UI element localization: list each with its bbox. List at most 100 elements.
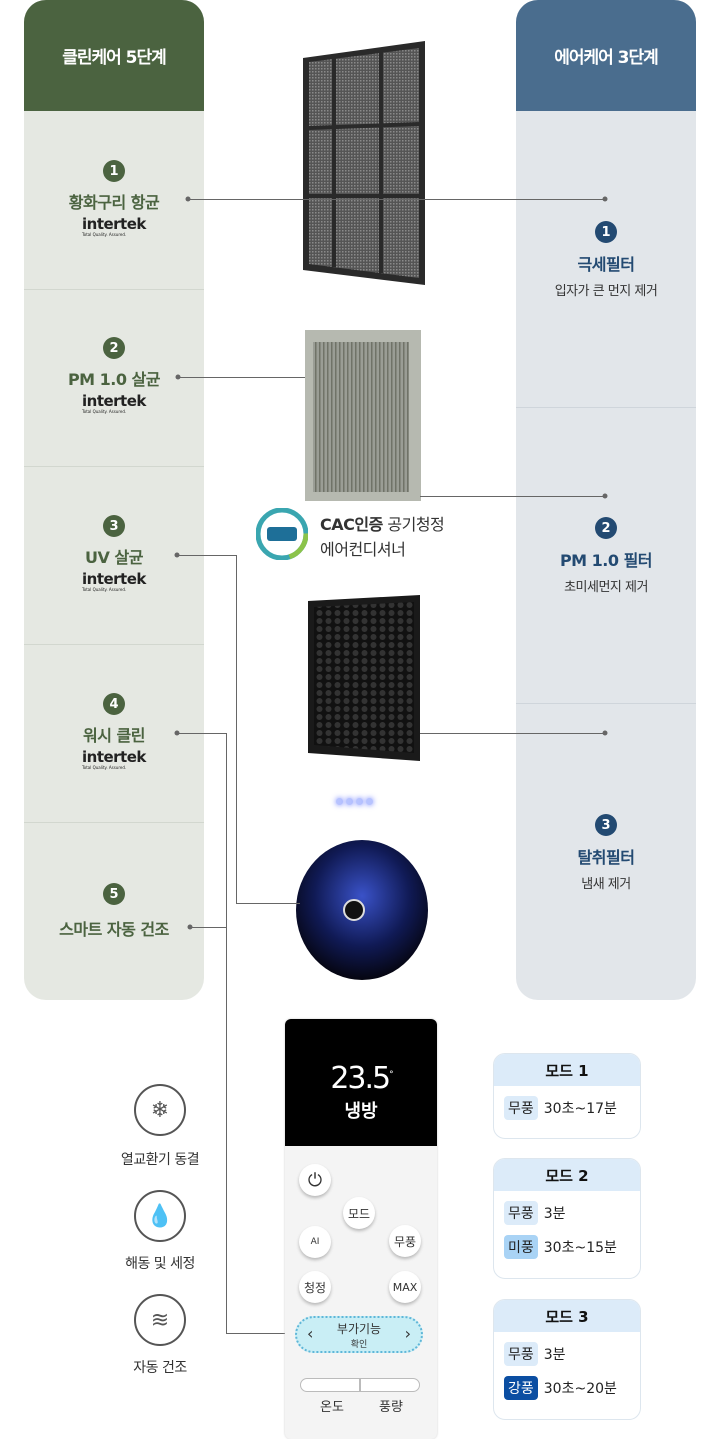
connector-line (188, 199, 605, 200)
connector-line (190, 927, 226, 928)
divider (516, 703, 696, 704)
fan-image (296, 840, 428, 980)
mode-title: 모드 3 (494, 1300, 640, 1332)
max-button[interactable]: MAX (389, 1271, 421, 1303)
connector-line (236, 903, 300, 904)
windfree-button[interactable]: 무풍 (389, 1225, 421, 1257)
step-desc: 초미세먼지 제거 (564, 580, 648, 595)
water-drop-icon: 💧 (134, 1190, 186, 1242)
step-title: 극세필터 (577, 255, 635, 274)
connector-dot (174, 730, 180, 736)
step-number: 2 (595, 517, 617, 539)
connector-line (420, 733, 605, 734)
mode-card: 모드 3 무풍 3분 강풍 30초~20분 (493, 1299, 641, 1420)
step-number: 4 (103, 693, 125, 715)
mode-button[interactable]: 모드 (343, 1197, 375, 1229)
mode-card: 모드 2 무풍 3분 미풍 30초~15분 (493, 1158, 641, 1279)
duration: 30초~15분 (543, 1240, 617, 1256)
temperature-rocker[interactable] (300, 1378, 360, 1392)
extra-label: 부가기능 (336, 1322, 382, 1336)
extra-function-button[interactable]: ‹ 부가기능 확인 › (295, 1316, 423, 1353)
wind-tag: 무풍 (504, 1342, 538, 1366)
divider (516, 407, 696, 408)
cac-text: CAC인증 공기청정 (320, 515, 445, 534)
connector-dot (602, 493, 608, 499)
wind-tag: 강풍 (504, 1376, 538, 1400)
connector-dot (185, 196, 191, 202)
step-number: 1 (595, 221, 617, 243)
purify-button[interactable]: 청정 (299, 1271, 331, 1303)
step-number: 3 (595, 814, 617, 836)
clean-care-header: 클린케어 5단계 (24, 0, 204, 111)
step-title: 황화구리 항균 (68, 193, 160, 212)
dry-wind-icon: ≋ (134, 1294, 186, 1346)
connector-dot (175, 374, 181, 380)
confirm-label: 확인 (350, 1340, 368, 1350)
wind-tag: 무풍 (504, 1096, 538, 1120)
step-title: PM 1.0 필터 (559, 551, 653, 570)
duration: 30초~20분 (543, 1381, 617, 1397)
cac-text-line2: 에어컨디셔너 (320, 540, 406, 559)
ai-button[interactable]: AI (299, 1226, 331, 1258)
snowflake-icon: ❄ (134, 1084, 186, 1136)
step-title: PM 1.0 살균 (67, 370, 161, 389)
connector-line (226, 733, 227, 1333)
deodorizing-filter-image (308, 595, 420, 761)
chevron-right-icon[interactable]: › (404, 1324, 411, 1343)
remote-control: 23.5° 냉방 ⏻ 모드 AI 무풍 청정 MAX ‹ 부가기능 확인 › 온… (285, 1019, 437, 1439)
connector-dot (187, 924, 193, 930)
step-number: 2 (103, 337, 125, 359)
step-desc: 입자가 큰 먼지 제거 (554, 284, 658, 299)
pm10-filter-image (305, 330, 421, 501)
divider (24, 822, 204, 823)
mode-title: 모드 2 (494, 1159, 640, 1191)
temperature-readout: 23.5° (330, 1061, 393, 1096)
step-number: 3 (103, 515, 125, 537)
feature-label: 자동 건조 (133, 1360, 187, 1376)
step-title: 워시 클린 (83, 726, 145, 745)
step-title: 탈취필터 (577, 848, 635, 867)
connector-line (177, 733, 226, 734)
divider (24, 644, 204, 645)
connector-dot (602, 730, 608, 736)
wind-tag: 무풍 (504, 1201, 538, 1225)
step-desc: 냄새 제거 (581, 877, 631, 892)
connector-line (236, 555, 237, 903)
connector-line (177, 555, 236, 556)
chevron-left-icon[interactable]: ‹ (307, 1324, 314, 1343)
step-number: 1 (103, 160, 125, 182)
duration: 30초~17분 (543, 1101, 617, 1117)
mode-title: 모드 1 (494, 1054, 640, 1086)
cac-certification-logo (256, 508, 308, 560)
air-care-header: 에어케어 3단계 (516, 0, 696, 111)
divider (24, 466, 204, 467)
air-care-panel: 에어케어 3단계 1 극세필터 입자가 큰 먼지 제거 2 PM 1.0 필터 … (516, 0, 696, 1000)
uv-led-icon (336, 798, 373, 805)
feature-label: 열교환기 동결 (120, 1152, 200, 1168)
remote-display: 23.5° 냉방 (285, 1019, 437, 1146)
connector-line (226, 1333, 295, 1334)
step-title: 스마트 자동 건조 (59, 920, 169, 939)
connector-line (178, 377, 305, 378)
connector-line (420, 496, 605, 497)
duration: 3분 (543, 1206, 566, 1222)
connector-dot (602, 196, 608, 202)
mesh-filter-image (303, 41, 425, 285)
fan-speed-rocker[interactable] (360, 1378, 420, 1392)
divider (24, 289, 204, 290)
step-title: UV 살균 (85, 548, 143, 567)
mode-card: 모드 1 무풍 30초~17분 (493, 1053, 641, 1139)
feature-label: 해동 및 세정 (125, 1256, 195, 1272)
power-button[interactable]: ⏻ (299, 1164, 331, 1196)
duration: 3분 (543, 1347, 566, 1363)
connector-dot (174, 552, 180, 558)
step-number: 5 (103, 883, 125, 905)
mode-readout: 냉방 (344, 1101, 378, 1122)
wind-tag: 미풍 (504, 1235, 538, 1259)
temperature-label: 온도 (320, 1400, 344, 1415)
